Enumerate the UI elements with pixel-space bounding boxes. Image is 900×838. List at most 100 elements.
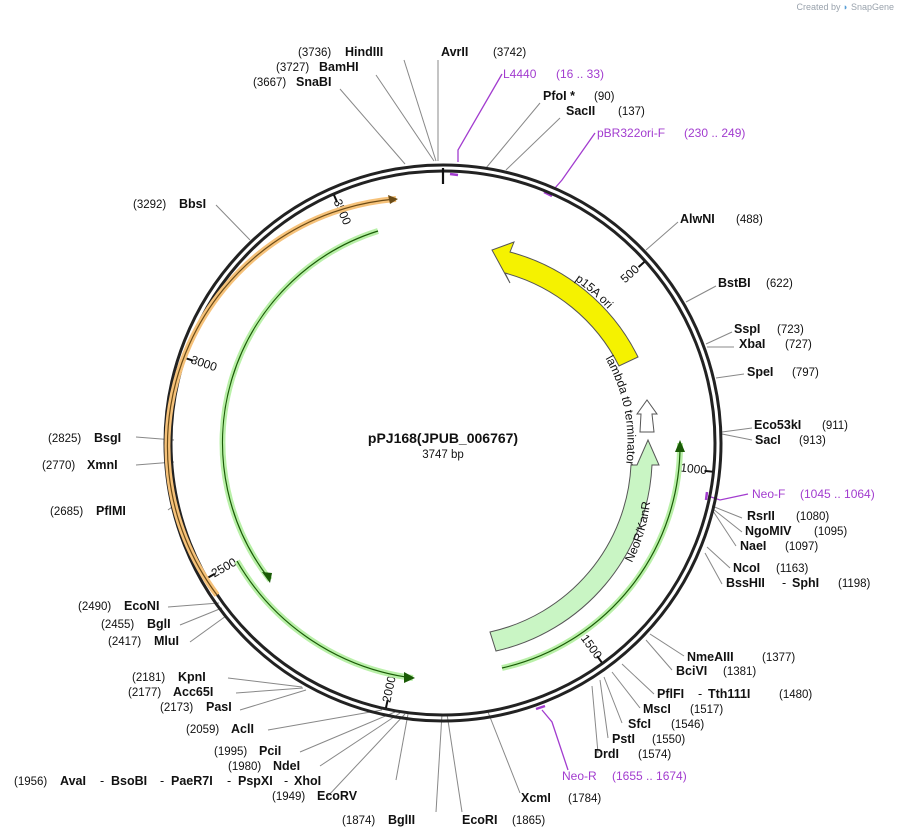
- site-econi-label[interactable]: EcoNI: [124, 599, 159, 613]
- site-econi-pos: (2490): [78, 601, 111, 613]
- orange-feature-arc: [164, 196, 397, 597]
- site-drdi-label[interactable]: DrdI: [594, 747, 619, 761]
- site-xcmi-label[interactable]: XcmI: [521, 791, 551, 805]
- site-sspi-label[interactable]: SspI: [734, 322, 760, 336]
- site-pcii-label[interactable]: PciI: [259, 744, 281, 758]
- site-bstbi-label[interactable]: BstBI: [718, 276, 751, 290]
- site-rsrii-label[interactable]: RsrII: [747, 509, 775, 523]
- site-mlui-pos: (2417): [108, 636, 141, 648]
- site-kpni-pos: (2181): [132, 672, 165, 684]
- site-bgli-label[interactable]: BglI: [147, 617, 171, 631]
- site-paer7i-label[interactable]: PaeR7I: [171, 774, 213, 788]
- site-sspi-pos: (723): [777, 324, 804, 336]
- site-ecori-pos: (1865): [512, 815, 545, 827]
- tick-mark-3000: [185, 357, 194, 362]
- site-tth111i-pos: (1480): [779, 689, 812, 701]
- site-ndei-label[interactable]: NdeI: [273, 759, 300, 773]
- site-mlui-label[interactable]: MluI: [154, 634, 179, 648]
- site-pfoi-label[interactable]: PfoI *: [543, 89, 575, 103]
- site-rsrii-pos: (1080): [796, 511, 829, 523]
- site-pasi-label[interactable]: PasI: [206, 700, 232, 714]
- green-arc-left-line: [221, 230, 379, 581]
- site-sfci-label[interactable]: SfcI: [628, 717, 651, 731]
- site-saci-label[interactable]: SacI: [755, 433, 781, 447]
- primer-neo-f-label[interactable]: Neo-F: [752, 487, 785, 501]
- site-pcii-pos: (1995): [214, 746, 247, 758]
- feature-label-terminator-text: lambda t0 terminator: [603, 353, 639, 466]
- tick-mark-1000: [704, 469, 713, 473]
- site-bbsi-label[interactable]: BbsI: [179, 197, 206, 211]
- plasmid-title: pPJ168(JPUB_006767): [368, 430, 518, 446]
- site-avrii-label[interactable]: AvrII: [441, 45, 468, 59]
- site-avai-pos: (1956): [14, 776, 47, 788]
- site-xbai-label[interactable]: XbaI: [739, 337, 765, 351]
- site-alwni-label[interactable]: AlwNI: [680, 212, 715, 226]
- brand-prefix: Created by: [796, 2, 841, 12]
- site-pflmi-label[interactable]: PflMI: [96, 504, 126, 518]
- green-arrowhead-left-icon: [262, 572, 272, 583]
- primer-l4440-label[interactable]: L4440: [503, 67, 537, 81]
- site-ngomiv-pos: (1095): [814, 526, 847, 538]
- site-bcivi-label[interactable]: BciVI: [676, 664, 707, 678]
- site-acc65i-pos: (2177): [128, 687, 161, 699]
- site-avai-label[interactable]: AvaI: [60, 774, 86, 788]
- site-ecorv-label[interactable]: EcoRV: [317, 789, 358, 803]
- green-arc-bottom: [234, 559, 414, 681]
- primer-pbr322ori-f-range: (230 .. 249): [684, 126, 745, 140]
- site-ncoi-label[interactable]: NcoI: [733, 561, 760, 575]
- site-pflfi-label[interactable]: PflFI: [657, 687, 684, 701]
- site-xcmi-pos: (1784): [568, 793, 601, 805]
- site-bsgi-pos: (2825): [48, 433, 81, 445]
- site-sacii-pos: (137): [618, 106, 645, 118]
- tick-label: 500: [618, 262, 642, 286]
- site-acc65i-label[interactable]: Acc65I: [173, 685, 213, 699]
- primer-pbr322ori-f-label[interactable]: pBR322ori-F: [597, 126, 665, 140]
- site-naei-label[interactable]: NaeI: [740, 539, 766, 553]
- separator: -: [227, 774, 231, 788]
- site-ngomiv-label[interactable]: NgoMIV: [745, 524, 792, 538]
- site-bgli-pos: (2455): [101, 619, 134, 631]
- site-bbsi-pos: (3292): [133, 199, 166, 211]
- site-psti-label[interactable]: PstI: [612, 732, 635, 746]
- site-snabi-label[interactable]: SnaBI: [296, 75, 331, 89]
- site-bsshii-label[interactable]: BssHII: [726, 576, 765, 590]
- site-acli-label[interactable]: AclI: [231, 722, 254, 736]
- site-bglii-label[interactable]: BglII: [388, 813, 415, 827]
- tick-mark-1500: [596, 655, 603, 664]
- site-nmeaiii-label[interactable]: NmeAIII: [687, 650, 734, 664]
- site-sacii-label[interactable]: SacII: [566, 104, 595, 118]
- green-arc-right-line: [501, 442, 681, 669]
- site-sphi-pos: (1198): [838, 578, 871, 590]
- neor-kanr-feature: [489, 438, 660, 652]
- site-xhoi-label[interactable]: XhoI: [294, 774, 321, 788]
- separator: -: [100, 774, 104, 788]
- site-ecorv-pos: (1949): [272, 791, 305, 803]
- tick-label: 2000: [379, 674, 398, 703]
- site-bamhi-label[interactable]: BamHI: [319, 60, 359, 74]
- site-sphi-label[interactable]: SphI: [792, 576, 819, 590]
- plasmid-size: 3747 bp: [422, 449, 464, 461]
- site-hindiii-label[interactable]: HindIII: [345, 45, 383, 59]
- site-eco53ki-label[interactable]: Eco53kI: [754, 418, 801, 432]
- site-pspxi-label[interactable]: PspXI: [238, 774, 273, 788]
- site-msci-label[interactable]: MscI: [643, 702, 671, 716]
- site-ecori-label[interactable]: EcoRI: [462, 813, 497, 827]
- site-bstbi-pos: (622): [766, 278, 793, 290]
- tick-mark-2000: [384, 699, 389, 709]
- site-kpni-label[interactable]: KpnI: [178, 670, 206, 684]
- site-spei-label[interactable]: SpeI: [747, 365, 773, 379]
- site-xmni-label[interactable]: XmnI: [87, 458, 118, 472]
- tick-mark-500: [637, 261, 646, 268]
- site-tth111i-label[interactable]: Tth111I: [708, 687, 750, 701]
- green-arc-bottom-line: [236, 560, 414, 679]
- separator: -: [782, 576, 786, 590]
- site-msci-pos: (1517): [690, 704, 723, 716]
- site-bsgi-label[interactable]: BsgI: [94, 431, 121, 445]
- site-ndei-pos: (1980): [228, 761, 261, 773]
- site-bsobi-label[interactable]: BsoBI: [111, 774, 147, 788]
- primer-neo-r-label[interactable]: Neo-R: [562, 769, 597, 783]
- site-acli-pos: (2059): [186, 724, 219, 736]
- site-pasi-pos: (2173): [160, 702, 193, 714]
- primer-neo-r-range: (1655 .. 1674): [612, 769, 687, 783]
